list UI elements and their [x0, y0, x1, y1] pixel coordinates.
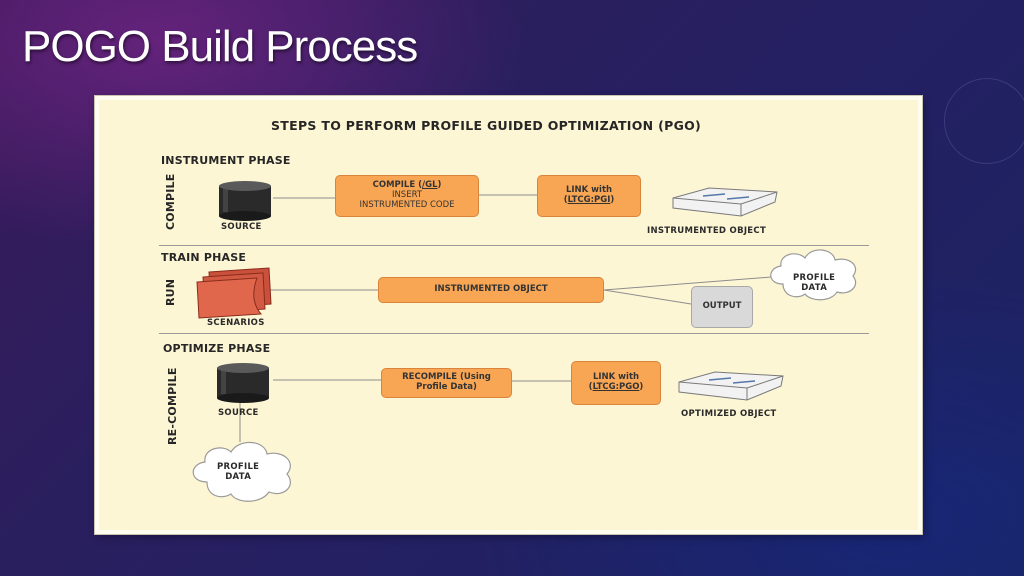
scenarios-icon [196, 267, 272, 319]
instrumented-object-box-text: INSTRUMENTED OBJECT [434, 284, 548, 295]
profile-data-cloud-label: PROFILE DATA [217, 462, 259, 482]
recompile-box: RECOMPILE (Using Profile Data) [381, 368, 512, 398]
link-box-line2: (LTCG:PGI) [563, 195, 615, 205]
connector-layer [192, 181, 857, 502]
run-side-label: RUN [164, 278, 177, 306]
phase-divider [159, 245, 869, 246]
recompile-box-line2: Profile Data) [416, 382, 477, 392]
link-pgo-box: LINK with (LTCG:PGO) [571, 361, 661, 405]
profile-data-cloud-label: PROFILE DATA [793, 273, 835, 293]
compile-box-line2: INSERT [391, 190, 423, 201]
instrumented-object-box: INSTRUMENTED OBJECT [378, 277, 604, 303]
compile-side-label: COMPILE [164, 173, 177, 230]
phase-divider [159, 333, 869, 334]
scenarios-label: SCENARIOS [207, 318, 265, 328]
output-box: OUTPUT [691, 286, 753, 328]
instrumented-object-label: INSTRUMENTED OBJECT [647, 226, 767, 236]
diagram-heading: STEPS TO PERFORM PROFILE GUIDED OPTIMIZA… [271, 118, 702, 133]
cloud-icon [770, 249, 857, 301]
profile-data-line1: PROFILE [793, 273, 836, 283]
link-pgo-line2: (LTCG:PGO) [588, 382, 644, 392]
slide-title: POGO Build Process [22, 22, 418, 71]
diagram-canvas: STEPS TO PERFORM PROFILE GUIDED OPTIMIZA… [99, 100, 918, 530]
database-icon [217, 363, 269, 403]
output-box-text: OUTPUT [702, 301, 742, 312]
compile-insert-box: COMPILE (/GL) INSERT INSTRUMENTED CODE [335, 175, 479, 217]
connector-object-profile [603, 275, 785, 291]
source-label: SOURCE [221, 222, 262, 232]
profile-data-line2: DATA [225, 472, 252, 483]
source-label: SOURCE [218, 408, 259, 418]
recompile-box-line1: RECOMPILE (Using [402, 372, 491, 383]
compile-box-line1: COMPILE (/GL) [372, 180, 442, 191]
profile-data-line1: PROFILE [217, 462, 260, 472]
connector-object-output [603, 289, 692, 305]
link-box-line1: LINK with [565, 185, 613, 196]
database-icon [219, 181, 271, 221]
compile-box-line3: INSTRUMENTED CODE [359, 199, 455, 210]
server-switch-icon [672, 187, 778, 217]
link-pgo-line1: LINK with [592, 372, 640, 383]
train-phase-label: TRAIN PHASE [161, 251, 247, 264]
link-pgi-box: LINK with (LTCG:PGI) [537, 175, 641, 217]
cloud-icon [192, 441, 291, 502]
diagram-panel: STEPS TO PERFORM PROFILE GUIDED OPTIMIZA… [95, 96, 922, 534]
recompile-side-label: RE-COMPILE [166, 367, 179, 445]
instrument-phase-label: INSTRUMENT PHASE [161, 154, 291, 167]
profile-data-line2: DATA [801, 283, 828, 294]
server-switch-icon [678, 371, 784, 401]
optimize-phase-label: OPTIMIZE PHASE [163, 342, 271, 355]
optimized-object-label: OPTIMIZED OBJECT [681, 409, 777, 419]
decorative-ring [944, 78, 1024, 164]
